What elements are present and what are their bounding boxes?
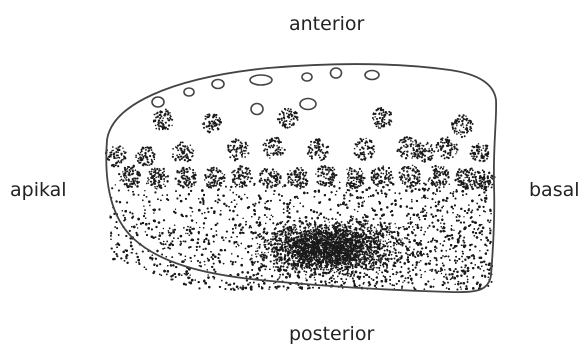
label-apikal: apikal — [10, 181, 67, 200]
stipple-texture — [105, 107, 496, 291]
open-cell — [300, 99, 316, 110]
label-posterior: posterior — [289, 325, 374, 344]
open-cell — [331, 68, 342, 78]
label-basal: basal — [529, 181, 580, 200]
open-cell — [302, 73, 312, 81]
open-cell — [212, 80, 224, 89]
open-cell — [184, 88, 194, 96]
open-cell — [250, 75, 272, 85]
open-cell-outlines — [152, 68, 379, 115]
label-anterior: anterior — [289, 15, 364, 34]
open-cell — [152, 97, 164, 107]
open-cell — [251, 104, 263, 115]
open-cell — [365, 71, 379, 80]
